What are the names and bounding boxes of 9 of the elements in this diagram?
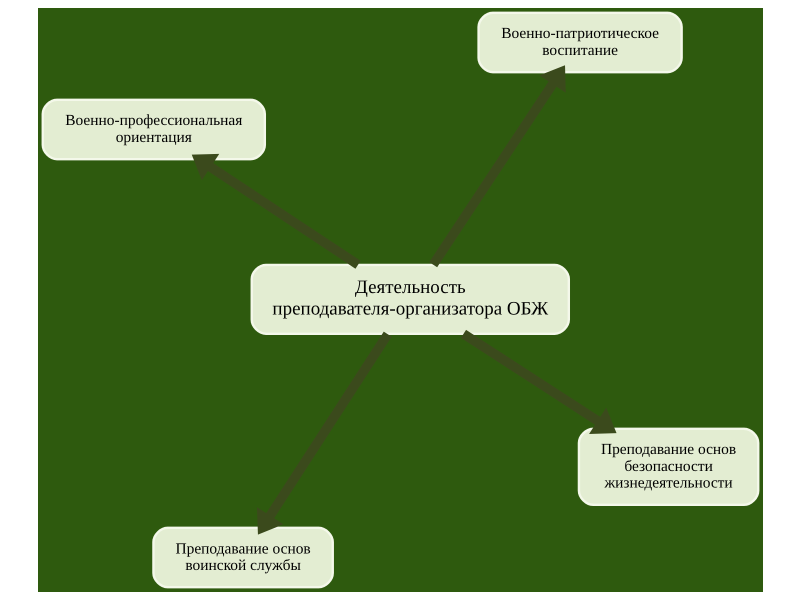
arrow — [428, 65, 566, 268]
node-box: Преподавание основ воинской службы — [152, 526, 334, 588]
arrow — [191, 154, 360, 269]
node-box: Преподавание основ безопасности жизнедеятельности — [577, 428, 759, 506]
node-box: Военно-профессиональная ориентация — [41, 98, 266, 160]
node-box: Деятельность преподавателя-организатора ОБЖ — [250, 264, 570, 335]
arrow — [460, 330, 616, 434]
node-box: Военно-патриотическое воспитание — [476, 12, 682, 74]
arrow — [256, 332, 392, 535]
